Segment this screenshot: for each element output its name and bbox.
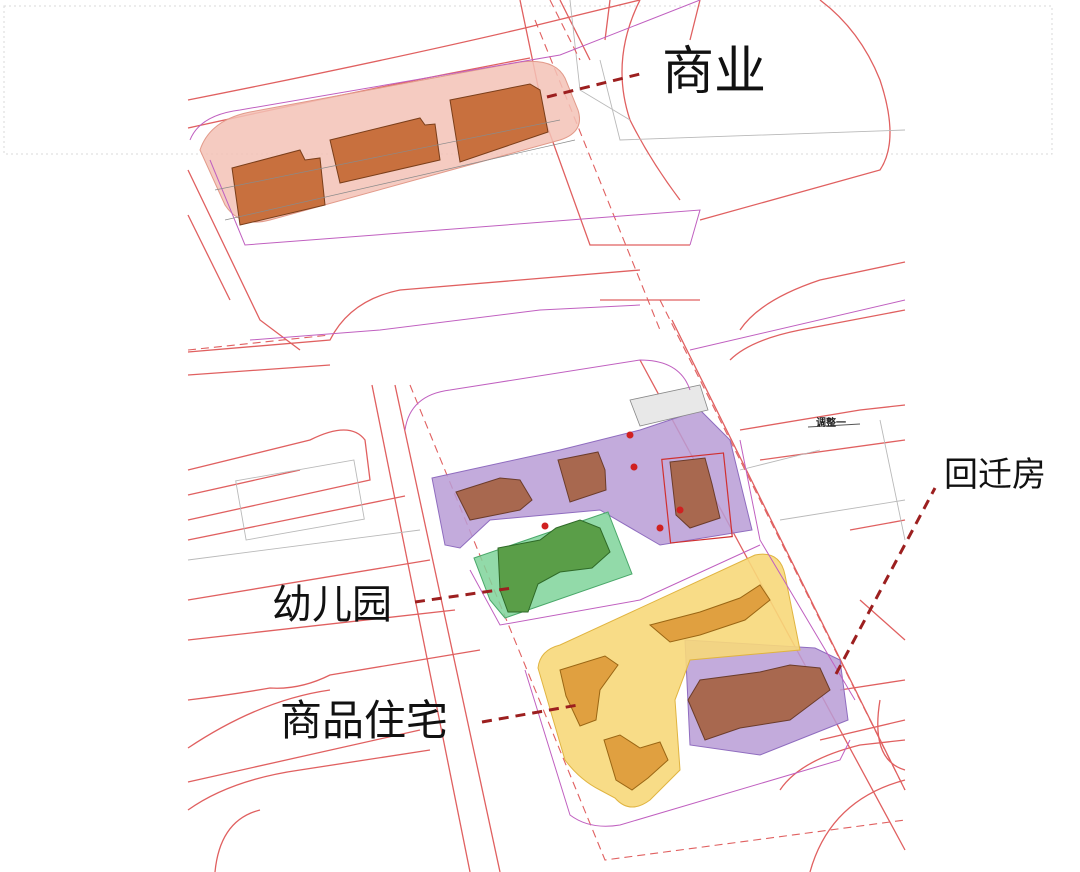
housing-building-3 (603, 734, 669, 791)
header-frame (3, 5, 1053, 155)
label-relocation-housing: 回迁房 (944, 455, 1046, 495)
commercial-building-1 (231, 149, 326, 226)
plan-tag-underline (807, 423, 861, 428)
relocation-zone (431, 384, 849, 756)
commercial-building-3 (449, 83, 549, 163)
label-kindergarten: 幼儿园 (272, 582, 392, 628)
auxiliary-lines (187, 0, 906, 561)
relocation-building-1 (455, 477, 533, 521)
housing-building-2 (559, 655, 619, 727)
commercial-building-2 (329, 117, 441, 184)
site-boundaries (404, 299, 906, 827)
commercial-zone (189, 0, 701, 341)
label-commodity-housing: 商品住宅 (280, 696, 449, 745)
commodity-housing-zone (537, 553, 801, 808)
kindergarten-zone (473, 511, 633, 619)
relocation-building-4 (687, 664, 831, 741)
plan-adjustment-tag: 调整一 (816, 418, 846, 429)
kindergarten-building (497, 519, 611, 613)
housing-building-1 (648, 584, 771, 643)
road-network (187, 0, 906, 872)
leader-relocation (834, 487, 937, 675)
relocation-building-2 (557, 451, 607, 503)
leader-lines (414, 72, 937, 724)
label-commercial: 商业 (662, 42, 767, 102)
